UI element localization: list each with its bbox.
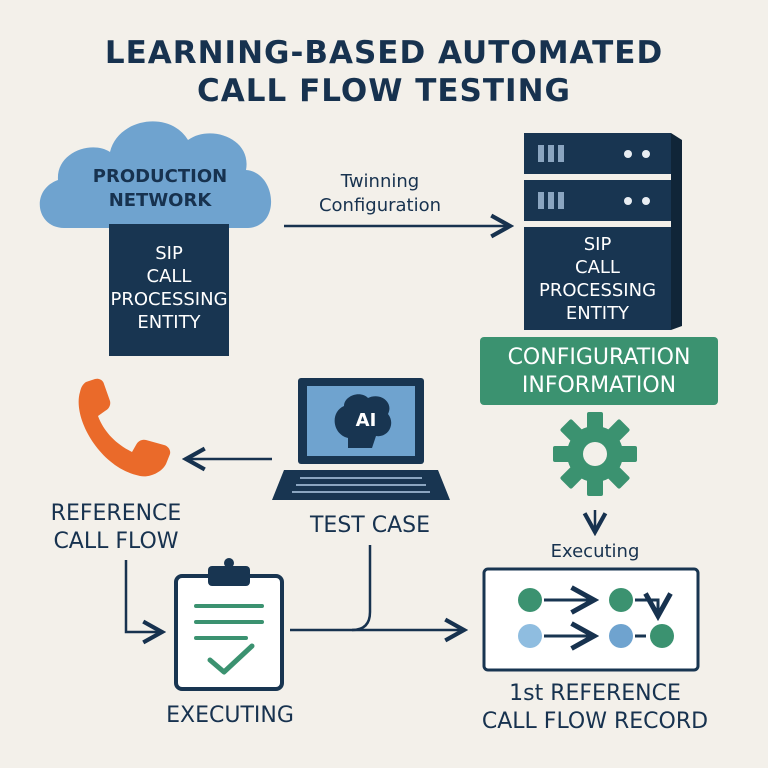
title-line-2: CALL FLOW TESTING	[197, 73, 571, 109]
laptop-icon	[272, 378, 450, 500]
test-case-merge-line	[351, 545, 372, 632]
production-entity-line-4: ENTITY	[137, 312, 201, 333]
phone-icon	[78, 378, 171, 477]
production-entity-line-2: CALL	[146, 266, 192, 287]
production-entity-line-3: PROCESSING	[110, 289, 228, 310]
config-line-1: CONFIGURATION	[507, 345, 691, 370]
gear-icon	[553, 412, 637, 496]
twinning-label-line-1: Twinning	[340, 171, 420, 192]
reference-call-flow-line-1: REFERENCE	[50, 501, 182, 526]
cloud-label-line-1: PRODUCTION	[92, 166, 228, 187]
test-sip-entity-box: SIP CALL PROCESSING ENTITY	[524, 227, 671, 330]
record-label-line-2: CALL FLOW RECORD	[481, 709, 709, 734]
cloud-icon	[39, 121, 272, 228]
test-entity-line-4: ENTITY	[565, 303, 630, 324]
executing-clipboard-label: EXECUTING	[166, 703, 294, 728]
call-flow-record-box	[482, 567, 700, 672]
reference-to-executing-arrow	[124, 560, 162, 632]
ai-screen-text: AI	[355, 410, 377, 431]
executing-gear-label: Executing	[550, 541, 640, 562]
cloud-label-line-2: NETWORK	[108, 190, 212, 211]
production-sip-entity-box: SIP CALL PROCESSING ENTITY	[109, 224, 229, 356]
configuration-information-box: CONFIGURATION INFORMATION	[480, 337, 718, 405]
twinning-label-line-2: Configuration	[318, 195, 442, 216]
test-entity-line-3: PROCESSING	[538, 280, 657, 301]
server-icon	[524, 133, 682, 330]
clipboard-icon	[174, 558, 284, 691]
record-label-line-1: 1st REFERENCE	[509, 681, 681, 706]
config-line-2: INFORMATION	[521, 373, 677, 398]
production-entity-line-1: SIP	[155, 243, 183, 264]
test-entity-line-2: CALL	[575, 257, 620, 278]
test-case-label: TEST CASE	[309, 513, 430, 538]
test-entity-line-1: SIP	[583, 234, 612, 255]
reference-call-flow-line-2: CALL FLOW	[53, 529, 179, 554]
title-line-1: LEARNING-BASED AUTOMATED	[104, 35, 664, 71]
